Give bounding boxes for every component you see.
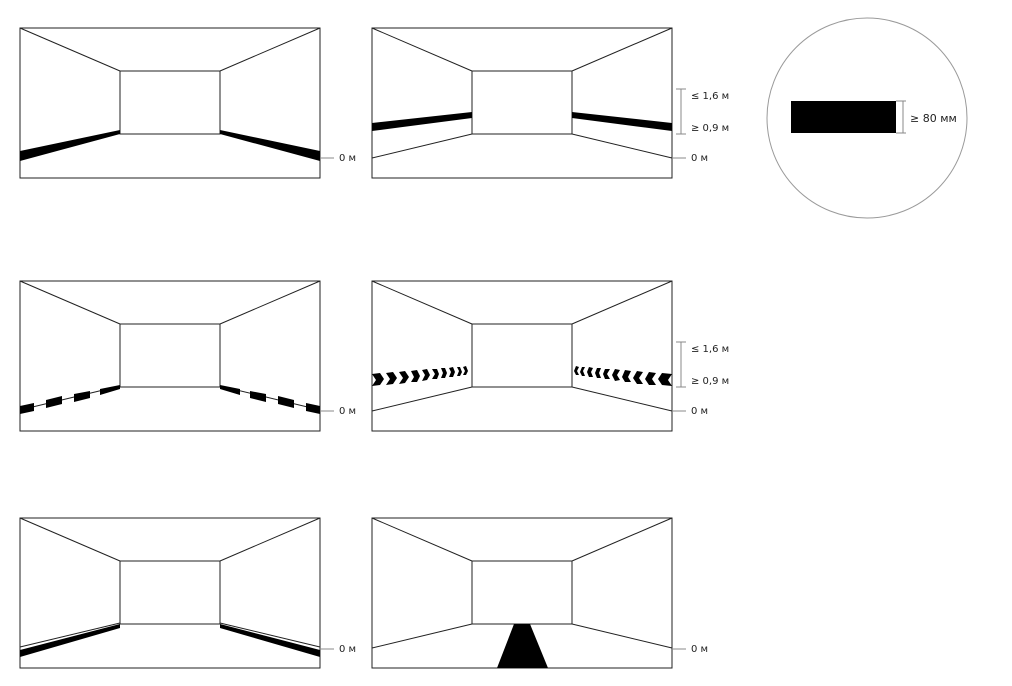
panel-floor-solid-stripe: 0 м (19, 27, 356, 179)
stripe-sample (791, 101, 896, 133)
floor-stripe-right (220, 130, 320, 161)
panel-floor-solid-stripe-2: 0 м (19, 517, 356, 669)
floor-stripe-left (20, 130, 120, 161)
panel-wall-solid-stripe: 0 м ≤ 1,6 м ≥ 0,9 м (371, 27, 729, 179)
zero-level-label: 0 м (691, 406, 708, 417)
stripe-width-detail: ≥ 80 мм (766, 17, 968, 219)
max-height-label: ≤ 1,6 м (691, 344, 729, 355)
zero-level-label: 0 м (691, 153, 708, 164)
floor-stripe-right (220, 624, 320, 657)
floor-stripe-left (20, 624, 120, 657)
dashed-floor-stripe-left (20, 385, 120, 414)
panel-floor-center-triangle: 0 м (371, 517, 708, 669)
chevron-stripe-left (372, 366, 468, 386)
dashed-floor-stripe-right (220, 385, 320, 414)
min-height-label: ≥ 0,9 м (691, 123, 729, 134)
stripe-width-label: ≥ 80 мм (910, 112, 957, 125)
zero-level-label: 0 м (339, 153, 356, 164)
zero-level-label: 0 м (691, 644, 708, 655)
panel-wall-chevron-stripe: 0 м ≤ 1,6 м ≥ 0,9 м (371, 280, 729, 432)
panel-floor-dashed-stripe: 0 м (19, 280, 356, 432)
wall-stripe-right (572, 112, 672, 131)
max-height-label: ≤ 1,6 м (691, 91, 729, 102)
zero-level-label: 0 м (339, 644, 356, 655)
wall-stripe-left (372, 112, 472, 131)
zero-level-label: 0 м (339, 406, 356, 417)
chevron-stripe-right (574, 366, 672, 386)
min-height-label: ≥ 0,9 м (691, 376, 729, 387)
center-floor-triangle (497, 624, 548, 668)
